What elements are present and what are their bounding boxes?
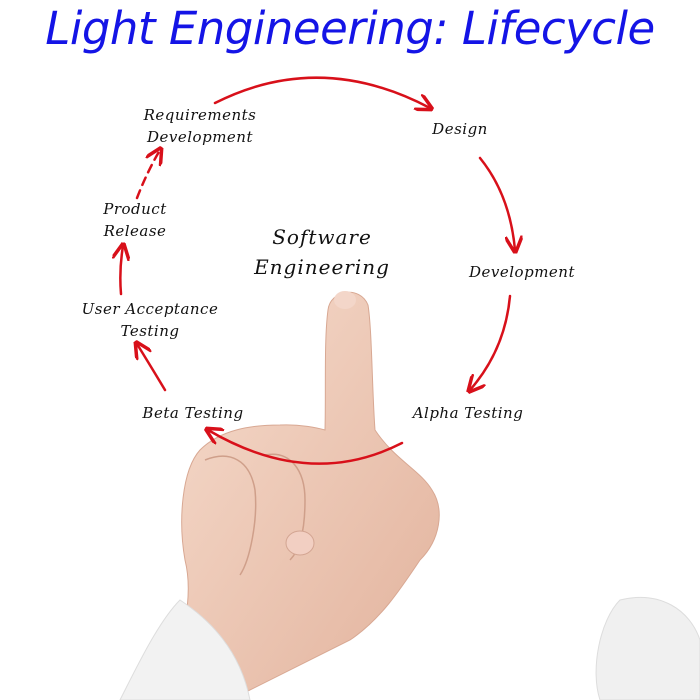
arrow-uat-to-release — [120, 246, 123, 296]
arrow-requirements-to-design — [213, 76, 430, 108]
arrow-design-to-development — [478, 156, 515, 250]
arrow-release-to-requirements-dashed — [135, 150, 160, 200]
stage-user-acceptance-testing: User Acceptance Testing — [82, 298, 219, 342]
stage-release-line2: Release — [103, 222, 167, 240]
stage-requirements-line1: Requirements — [143, 106, 257, 124]
stage-release-line1: Product — [103, 200, 167, 218]
arrow-alpha-to-beta — [208, 430, 404, 465]
center-label: Software Engineering — [254, 222, 390, 282]
stage-requirements-line2: Development — [147, 128, 253, 146]
center-label-line1: Software — [272, 225, 372, 249]
center-label-line2: Engineering — [254, 255, 390, 279]
stage-design: Design — [432, 120, 488, 138]
stage-uat-line2: Testing — [120, 322, 180, 340]
stage-development: Development — [469, 263, 575, 281]
stage-beta-testing: Beta Testing — [142, 404, 244, 422]
arrow-beta-to-uat — [137, 344, 167, 392]
arrow-development-to-alpha — [470, 294, 512, 390]
page-title: Light Engineering: Lifecycle — [45, 2, 655, 55]
stage-requirements: Requirements Development — [144, 104, 257, 148]
hand-illustration — [119, 291, 700, 700]
stage-uat-line1: User Acceptance — [81, 300, 219, 318]
stage-product-release: Product Release — [103, 198, 167, 242]
stage-alpha-testing: Alpha Testing — [412, 404, 524, 422]
